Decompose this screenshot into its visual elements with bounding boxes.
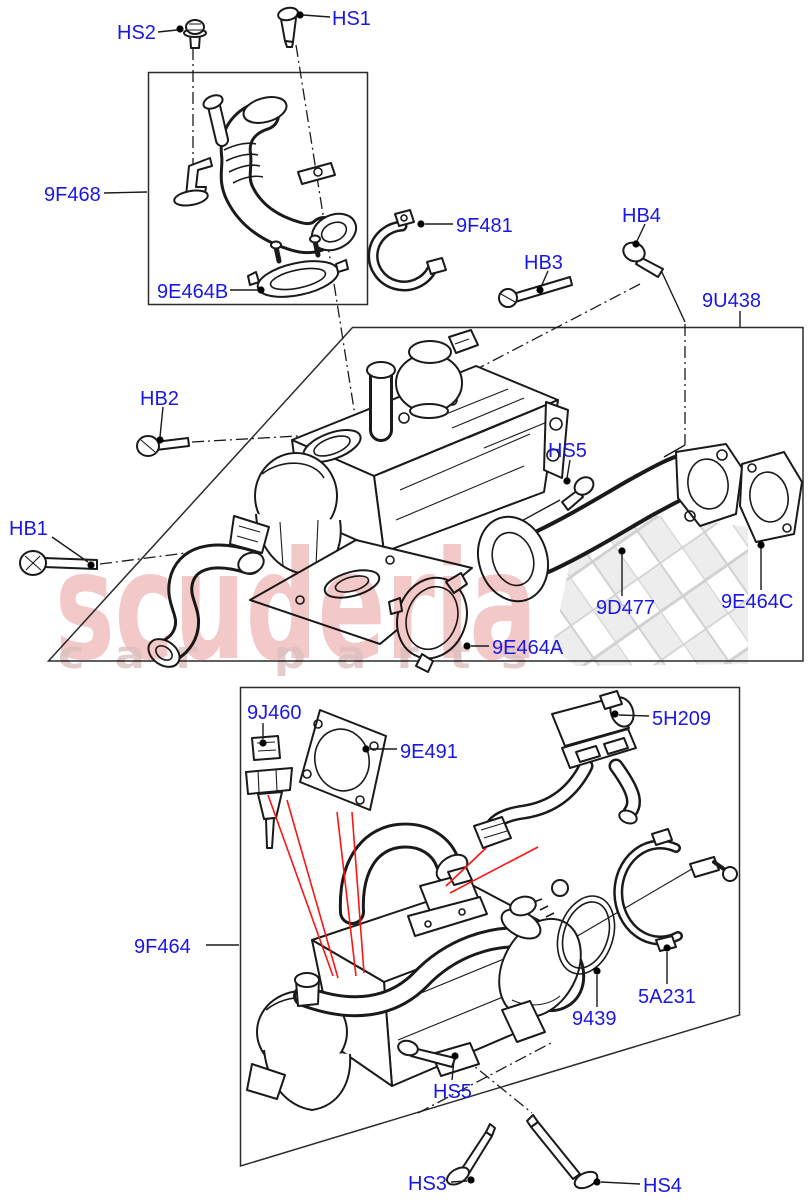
part-label-hb2: HB2 bbox=[140, 388, 179, 410]
part-label-9j460: 9J460 bbox=[247, 702, 302, 724]
part-clamp-9f481 bbox=[367, 209, 447, 292]
bolt-hs3 bbox=[446, 1123, 496, 1186]
part-clamp-5a231 bbox=[613, 828, 738, 952]
part-label-hs2: HS2 bbox=[117, 22, 156, 44]
bolt-hs5-upper bbox=[561, 476, 595, 511]
enclosure-boxes bbox=[46, 71, 804, 1168]
part-label-5a231: 5A231 bbox=[638, 986, 696, 1008]
part-label-9e464c: 9E464C bbox=[721, 591, 793, 613]
checker-flag-watermark bbox=[552, 515, 748, 666]
part-label-hs3: HS3 bbox=[408, 1173, 447, 1195]
part-label-hb1: HB1 bbox=[9, 518, 48, 540]
part-label-9f481: 9F481 bbox=[456, 215, 513, 237]
part-gasket-9e464c bbox=[739, 451, 803, 543]
part-label-9d477: 9D477 bbox=[596, 597, 655, 619]
box-main-assembly bbox=[46, 326, 804, 662]
part-gasket-9e464b bbox=[247, 234, 349, 298]
bolt-hs4 bbox=[526, 1114, 599, 1190]
part-label-9e464a: 9E464A bbox=[492, 637, 564, 659]
part-labels: HS2 HS1 9F468 9E464B 9F481 HB4 HB3 9U438… bbox=[9, 8, 793, 1197]
part-label-hs5-upper: HS5 bbox=[548, 440, 587, 462]
part-label-9439: 9439 bbox=[572, 1008, 617, 1030]
bolt-hb1 bbox=[19, 550, 98, 576]
part-oring-9439 bbox=[556, 895, 616, 975]
bolt-hb2 bbox=[136, 435, 190, 457]
part-label-9u438: 9U438 bbox=[702, 290, 761, 312]
assembly-egr-cooler bbox=[147, 329, 569, 668]
watermark: scuderia car parts bbox=[55, 520, 558, 694]
part-label-hs4: HS4 bbox=[643, 1175, 682, 1197]
part-label-hs5-lower: HS5 bbox=[433, 1081, 472, 1103]
bolt-hb4 bbox=[622, 241, 664, 278]
assembly-egr-valve-9f464 bbox=[246, 822, 586, 1111]
part-label-9f464: 9F464 bbox=[134, 936, 191, 958]
part-exhaust-pipe-9d477 bbox=[477, 443, 743, 603]
part-gasket-9e491 bbox=[299, 709, 387, 811]
red-pointer-lines bbox=[267, 794, 539, 979]
box-9f464 bbox=[239, 686, 741, 1168]
part-gasket-9e464a bbox=[388, 572, 468, 673]
bolt-hs5-lower bbox=[397, 1039, 456, 1068]
part-vacuum-solenoid-5h209 bbox=[473, 690, 641, 849]
box-9f468 bbox=[147, 71, 369, 306]
part-label-hs1: HS1 bbox=[332, 8, 371, 30]
part-label-hb3: HB3 bbox=[524, 252, 563, 274]
part-label-hb4: HB4 bbox=[622, 205, 661, 227]
leader-lines bbox=[51, 11, 765, 1186]
part-label-5h209: 5H209 bbox=[652, 708, 711, 730]
part-label-9e491: 9E491 bbox=[400, 741, 458, 763]
part-label-9e464b: 9E464B bbox=[157, 281, 228, 303]
bolt-hs1 bbox=[277, 6, 299, 48]
part-label-9f468: 9F468 bbox=[44, 184, 101, 206]
part-temp-sensor-9j460 bbox=[245, 735, 293, 849]
bolt-hs2 bbox=[183, 19, 207, 49]
watermark-subtitle: car parts bbox=[58, 633, 558, 677]
watermark-brand: scuderia bbox=[55, 520, 537, 694]
